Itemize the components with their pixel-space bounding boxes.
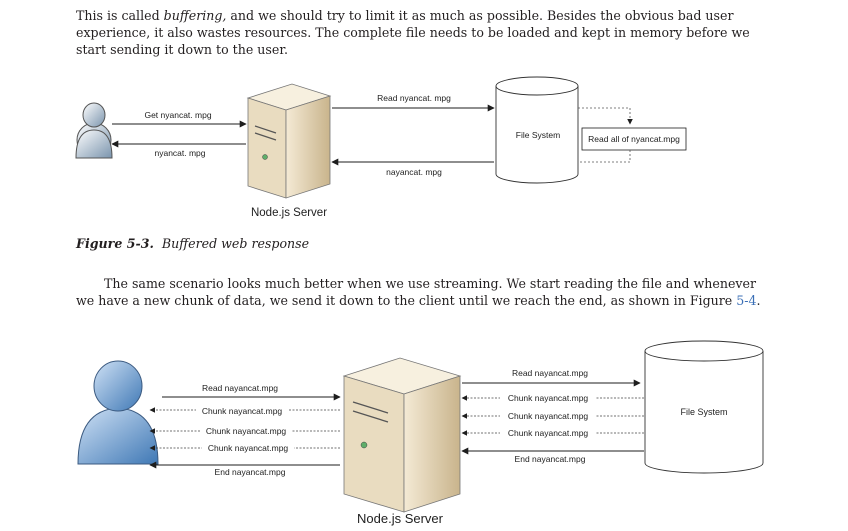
- label-read-file: Read nyancat. mpg: [377, 93, 451, 103]
- figure-link[interactable]: 5-4: [736, 293, 757, 308]
- read-all-return: [578, 150, 631, 163]
- paragraph-buffering: This is called buffering, and we should …: [76, 7, 766, 58]
- fs-label-chunk-1: Chunk nayancat.mpg: [508, 393, 589, 403]
- filesystem-arrows: Read nayancat.mpg Chunk nayancat.mpg Chu…: [461, 368, 644, 464]
- paragraph-streaming: The same scenario looks much better when…: [76, 275, 766, 309]
- caption-number: Figure 5-3.: [76, 236, 154, 251]
- fs-label-read: Read nayancat.mpg: [512, 368, 588, 378]
- label-response: nyancat. mpg: [154, 148, 205, 158]
- server-label: Node.js Server: [357, 511, 444, 526]
- fs-label-end: End nayancat.mpg: [515, 454, 586, 464]
- figure-caption: Figure 5-3. Buffered web response: [76, 236, 309, 251]
- emphasis-buffering: buffering,: [163, 8, 227, 23]
- filesystem-label: File System: [516, 130, 560, 140]
- filesystem-cylinder: [644, 340, 764, 474]
- server-icon: [246, 83, 332, 199]
- streaming-diagram: Read nayancat.mpg Chunk nayancat.mpg Chu…: [77, 340, 764, 526]
- label-read-all: Read all of nyancat.mpg: [588, 134, 680, 144]
- client-arrows: Read nayancat.mpg Chunk nayancat.mpg Chu…: [149, 383, 341, 477]
- label-file-response: nayancat. mpg: [386, 167, 442, 177]
- server-label: Node.js Server: [251, 207, 327, 219]
- client-label-end: End nayancat.mpg: [215, 467, 286, 477]
- filesystem-label: File System: [680, 407, 727, 417]
- label-get-request: Get nyancat. mpg: [144, 110, 211, 120]
- fs-label-chunk-3: Chunk nayancat.mpg: [508, 428, 589, 438]
- fs-label-chunk-2: Chunk nayancat.mpg: [508, 411, 589, 421]
- paragraph-text: .: [756, 293, 761, 308]
- paragraph-text: and we should try to limit it as much as…: [76, 8, 750, 57]
- filesystem-cylinder: [495, 76, 579, 184]
- paragraph-text: The same scenario looks much better when…: [76, 276, 756, 308]
- read-all-loop: [578, 107, 633, 125]
- paragraph-text: This is called: [76, 8, 164, 23]
- client-label-chunk-2: Chunk nayancat.mpg: [206, 426, 287, 436]
- client-label-chunk-1: Chunk nayancat.mpg: [202, 406, 283, 416]
- read-all-box: [581, 127, 687, 151]
- server-icon: [342, 357, 462, 513]
- user-icon: [77, 360, 159, 465]
- caption-text: Buffered web response: [161, 236, 310, 251]
- client-label-chunk-3: Chunk nayancat.mpg: [208, 443, 289, 453]
- user-icon: [75, 102, 113, 159]
- client-label-read: Read nayancat.mpg: [202, 383, 278, 393]
- buffered-diagram: Get nyancat. mpg nyancat. mpg Node.js Se…: [75, 76, 687, 219]
